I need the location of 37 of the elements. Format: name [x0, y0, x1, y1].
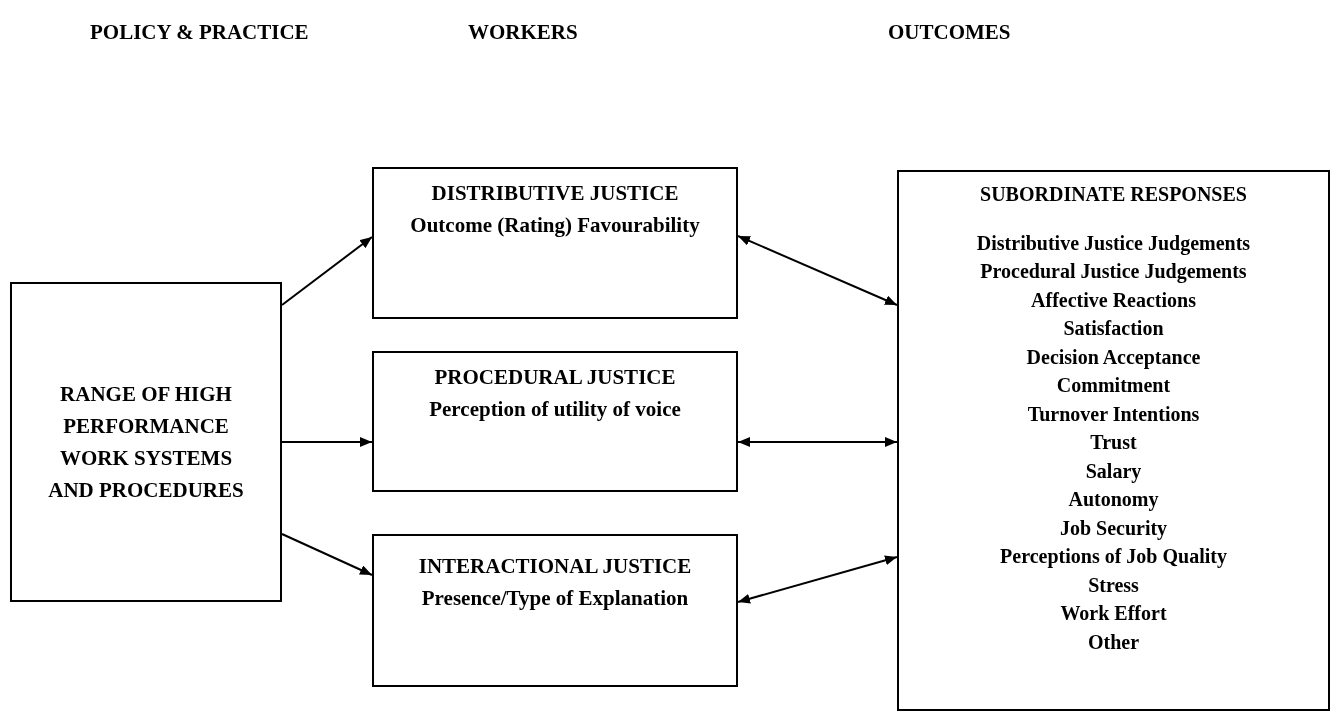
box-text: Salary — [1085, 458, 1142, 485]
box-text: Autonomy — [1068, 487, 1159, 513]
box-text: Other — [1087, 629, 1140, 655]
box-text: Work Effort — [1060, 601, 1167, 626]
box-heading: PROCEDURAL JUSTICE — [434, 364, 676, 391]
box-text: Perception of utility of voice — [429, 396, 681, 423]
box-text: Outcome (Rating) Favourability — [410, 212, 700, 239]
box-text: Affective Reactions — [1031, 287, 1196, 313]
box-text: Procedural Justice Judgements — [980, 259, 1247, 285]
outcomes-box — [897, 170, 1330, 711]
box-heading: INTERACTIONAL JUSTICE — [418, 553, 692, 580]
arrow — [737, 235, 898, 306]
process-box — [10, 282, 282, 602]
column-heading: OUTCOMES — [888, 20, 1011, 45]
box-text: Trust — [1090, 430, 1137, 455]
justice-box — [372, 167, 738, 319]
arrow — [281, 533, 373, 576]
box-text: Commitment — [1056, 373, 1171, 398]
box-text: Turnover Intentions — [1027, 401, 1200, 427]
box-heading: DISTRIBUTIVE JUSTICE — [431, 180, 679, 207]
box-text: Distributive Justice Judgements — [976, 230, 1251, 257]
box-text: Satisfaction — [1063, 316, 1164, 341]
arrow — [281, 437, 373, 447]
box-text: Perceptions of Job Quality — [1000, 544, 1227, 570]
box-text: Presence/Type of Explanation — [421, 585, 689, 612]
justice-box — [372, 534, 738, 687]
box-text: Job Security — [1059, 515, 1168, 542]
arrow — [737, 437, 898, 447]
column-heading: POLICY & PRACTICE — [90, 20, 309, 45]
arrow — [281, 236, 373, 306]
box-heading: RANGE OF HIGH PERFORMANCE WORK SYSTEMS AND PROCEDURES — [47, 381, 245, 504]
box-text: Stress — [1088, 572, 1139, 598]
box-heading: SUBORDINATE RESPONSES — [980, 182, 1247, 207]
arrow — [737, 555, 898, 604]
column-heading: WORKERS — [468, 20, 578, 45]
justice-box — [372, 351, 738, 492]
box-text: Decision Acceptance — [1026, 344, 1201, 371]
